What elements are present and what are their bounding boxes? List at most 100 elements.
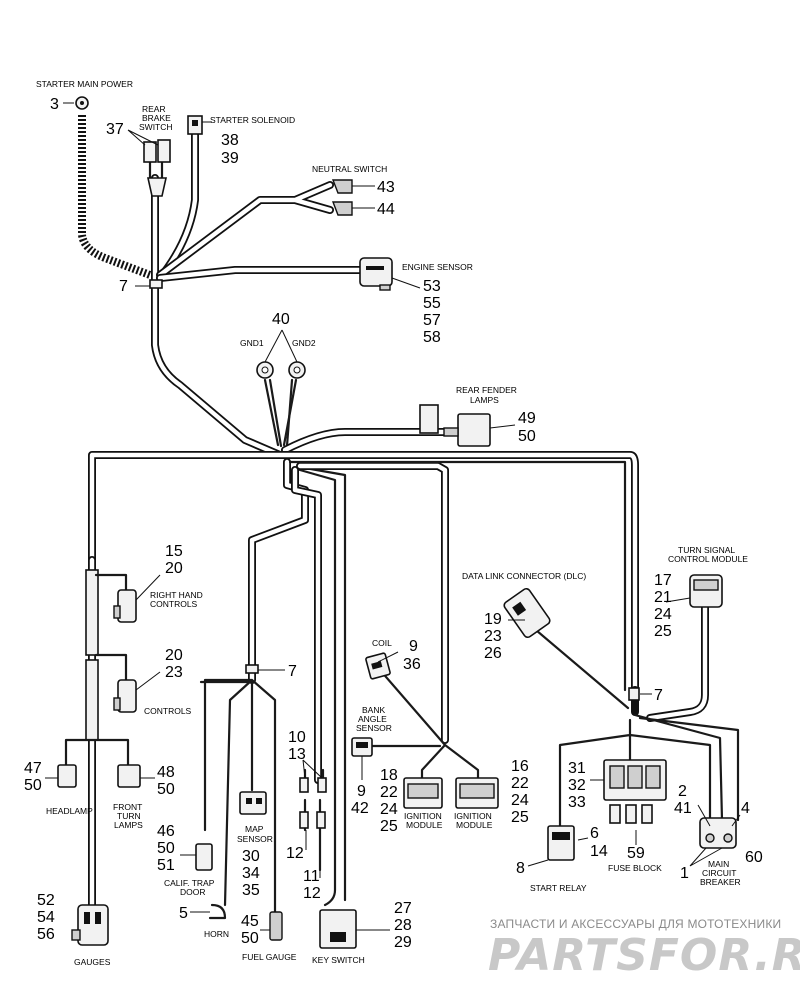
callout-calif-1: 46 — [157, 823, 175, 840]
rear-brake-switch-part — [143, 139, 171, 197]
label-horn: HORN — [204, 929, 229, 939]
callout-tsm-4: 25 — [654, 623, 672, 640]
label-dlc: DATA LINK CONNECTOR (DLC) — [462, 571, 586, 581]
callout-fuse-top-3: 33 — [568, 794, 586, 811]
label-rear-fender-2: LAMPS — [470, 395, 499, 405]
callout-gauges-2: 54 — [37, 909, 55, 926]
watermark: ЗАПЧАСТИ И АКСЕССУАРЫ ДЛЯ МОТОТЕХНИКИ PA… — [488, 917, 800, 981]
callout-ign1-1: 18 — [380, 767, 398, 784]
label-neutral-switch: NEUTRAL SWITCH — [312, 164, 387, 174]
callout-neutral-switch-2: 44 — [377, 201, 395, 218]
label-right-hand-controls-1: RIGHT HAND — [150, 590, 203, 600]
label-bank-angle-3: SENSOR — [356, 723, 392, 733]
callout-fuel-1: 45 — [241, 913, 259, 930]
label-fuel-gauge: FUEL GAUGE — [242, 952, 297, 962]
inline-connectors — [299, 777, 327, 829]
callout-mcb-a-2: 41 — [674, 800, 692, 817]
ignition-module-2-part — [455, 777, 499, 809]
label-bank-angle-1: BANK — [362, 705, 385, 715]
label-coil: COIL — [372, 638, 392, 648]
callout-grounds: 40 — [272, 311, 290, 328]
callout-rhc-1: 15 — [165, 543, 183, 560]
callout-key-2: 28 — [394, 917, 412, 934]
callout-headlamp-1: 47 — [24, 760, 42, 777]
label-gnd1: GND1 — [240, 338, 264, 348]
callout-tsm-3: 24 — [654, 606, 672, 623]
label-starter-main-power: STARTER MAIN POWER — [36, 79, 133, 89]
components — [57, 96, 737, 949]
turn-signal-module-part — [689, 574, 723, 608]
callout-inline-a-2: 13 — [288, 746, 306, 763]
callout-headlamp-2: 50 — [24, 777, 42, 794]
neutral-switch-part — [331, 179, 353, 216]
leader-lines — [45, 102, 741, 931]
callout-mcb-a-1: 2 — [678, 783, 687, 800]
callout-fuse-top-2: 32 — [568, 777, 586, 794]
label-gnd2: GND2 — [292, 338, 316, 348]
callout-clip-mid: 7 — [288, 663, 297, 680]
callout-front-turn-2: 50 — [157, 781, 175, 798]
callout-ign2-2: 22 — [511, 775, 529, 792]
callout-inline-c-2: 12 — [303, 885, 321, 902]
label-front-turn-2: TURN — [117, 811, 141, 821]
label-mcb-2: CIRCUIT — [702, 868, 736, 878]
callout-ign2-1: 16 — [511, 758, 529, 775]
label-tsm-1: TURN SIGNAL — [678, 545, 735, 555]
callout-dlc-3: 26 — [484, 645, 502, 662]
controls-connector — [113, 679, 137, 713]
headlamp-connector — [57, 764, 77, 788]
callout-relay-a-2: 14 — [590, 843, 608, 860]
callout-key-1: 27 — [394, 900, 412, 917]
bank-angle-sensor-connector — [351, 737, 373, 757]
callout-dlc-2: 23 — [484, 628, 502, 645]
fuel-gauge-connector — [269, 911, 283, 941]
coil-connector-part — [365, 652, 391, 680]
callout-key-3: 29 — [394, 934, 412, 951]
label-headlamp: HEADLAMP — [46, 806, 93, 816]
right-hand-controls-connector — [113, 589, 137, 623]
label-start-relay: START RELAY — [530, 883, 587, 893]
callout-calif-3: 51 — [157, 857, 175, 874]
callout-rear-fender-2: 50 — [518, 428, 536, 445]
callout-coil-2: 36 — [403, 656, 421, 673]
callout-engine-sensor-4: 58 — [423, 329, 441, 346]
label-rear-fender-1: REAR FENDER — [456, 385, 517, 395]
callout-starter-solenoid-1: 38 — [221, 132, 239, 149]
callout-ign2-3: 24 — [511, 792, 529, 809]
callout-starter-solenoid-2: 39 — [221, 150, 239, 167]
calif-trap-door-connector — [195, 843, 213, 871]
callout-gauges-1: 52 — [37, 892, 55, 909]
callout-tsm-1: 17 — [654, 572, 672, 589]
dlc-part — [503, 587, 551, 639]
ground-rings — [256, 361, 306, 379]
horn-connector — [208, 903, 227, 920]
callout-ign1-3: 24 — [380, 801, 398, 818]
callout-inline-c-1: 11 — [303, 868, 320, 885]
label-gauges: GAUGES — [74, 957, 111, 967]
label-ignition-1a: IGNITION — [404, 811, 442, 821]
label-fuse-block: FUSE BLOCK — [608, 863, 662, 873]
label-ignition-1b: MODULE — [406, 820, 443, 830]
label-calif-trap-door-1: CALIF. TRAP — [164, 878, 215, 888]
callout-starter-main-power: 3 — [50, 96, 59, 113]
map-sensor-part — [239, 791, 267, 815]
callout-bank-1: 9 — [357, 783, 366, 800]
callout-mcb-c-1: 1 — [680, 865, 689, 882]
component-labels: STARTER MAIN POWER REAR BRAKE SWITCH STA… — [36, 79, 748, 967]
callout-mcb-c-2: 60 — [745, 849, 763, 866]
callout-inline-b: 12 — [286, 845, 304, 862]
harness-clips — [149, 279, 259, 674]
callout-inline-a-1: 10 — [288, 729, 306, 746]
label-right-hand-controls-2: CONTROLS — [150, 599, 198, 609]
label-map-sensor-1: MAP — [245, 824, 264, 834]
callout-engine-sensor-2: 55 — [423, 295, 441, 312]
label-ignition-2a: IGNITION — [454, 811, 492, 821]
label-bank-angle-2: ANGLE — [358, 714, 387, 724]
label-starter-solenoid: STARTER SOLENOID — [210, 115, 295, 125]
label-front-turn-1: FRONT — [113, 802, 142, 812]
callout-gauges-3: 56 — [37, 926, 55, 943]
callout-dlc-1: 19 — [484, 611, 502, 628]
callout-rhc-2: 20 — [165, 560, 183, 577]
callout-calif-2: 50 — [157, 840, 175, 857]
